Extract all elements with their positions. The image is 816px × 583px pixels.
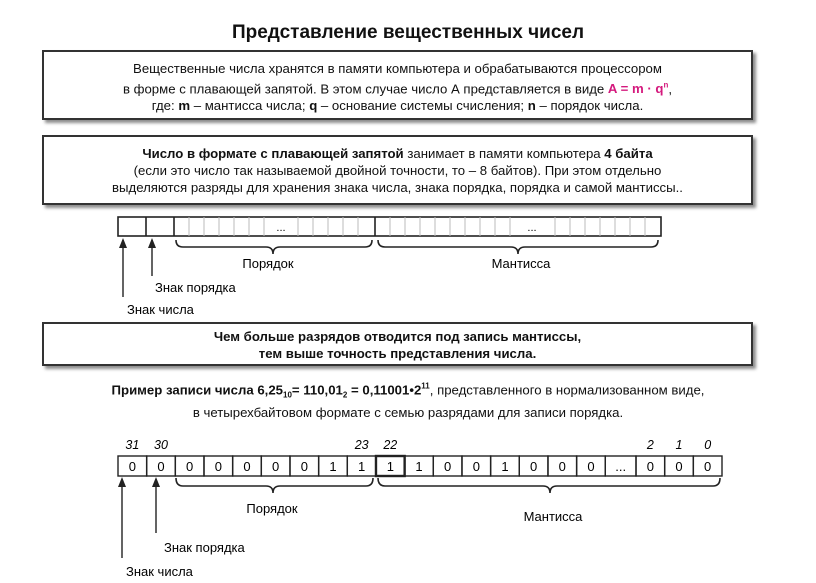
bit-value: 0 (215, 459, 222, 474)
order-text: – порядок числа. (535, 98, 644, 114)
diagram1-mantissa-brace (377, 239, 659, 255)
diagram1-cells: ... ... (117, 216, 662, 237)
diagram1-order-sign-label: Знак порядка (155, 280, 237, 295)
base-symbol: q (309, 98, 318, 114)
bit-value: 0 (301, 459, 308, 474)
where-text: где: (151, 98, 179, 114)
format-line-2: (если это число так называемой двойной т… (133, 163, 662, 178)
example-cells: 0 0 0 0 0 0 0 1 1 1 1 0 0 1 0 0 0... 0 0 0 (117, 454, 723, 478)
bit-value: ... (615, 459, 626, 474)
bit-number: 23 (354, 438, 369, 452)
bit-value: 0 (647, 459, 654, 474)
bit-number: 1 (676, 438, 683, 452)
precision-line-1: Чем больше разрядов отводится под запись… (213, 329, 582, 344)
format-line-3: выделяются разряды для хранения знака чи… (112, 180, 683, 195)
precision-box: Чем больше разрядов отводится под запись… (42, 322, 753, 366)
bit-number: 2 (646, 438, 654, 452)
format-text-1: занимает в памяти компьютера (403, 146, 605, 161)
bit-number: 30 (154, 438, 168, 452)
page-title: Представление вещественных чисел (231, 22, 585, 43)
formula: A = m · qn (608, 81, 668, 96)
bit-value: 0 (704, 459, 711, 474)
diagram2-sign-arrow (118, 477, 126, 558)
bit-value: 1 (387, 459, 394, 474)
diagram2-order-sign-arrow (152, 477, 160, 533)
bit-value: 1 (329, 459, 336, 474)
example-base-2: 2 (342, 391, 348, 401)
diagram2-order-label: Порядок (246, 501, 298, 516)
bit-value: 0 (587, 459, 594, 474)
bit-cell (692, 455, 723, 477)
bit-value: 0 (129, 459, 136, 474)
bit-number: 31 (125, 438, 139, 452)
definition-line-1: Вещественные числа хранятся в памяти ком… (133, 61, 662, 76)
diagram2-mantissa-brace (377, 477, 721, 494)
mantissa-symbol: m (178, 98, 191, 114)
example-base-10: 10 (283, 391, 292, 401)
bit-value: 0 (186, 459, 193, 474)
bit-value: 0 (530, 459, 537, 474)
format-bold-2: 4 байта (604, 146, 653, 161)
bit-value: 1 (415, 459, 422, 474)
mantissa-text: – мантисса числа; (190, 98, 310, 114)
bit-value: 0 (473, 459, 480, 474)
definition-box: Вещественные числа хранятся в памяти ком… (42, 50, 753, 120)
bit-value: 0 (444, 459, 451, 474)
example-binary: = 110,01 (291, 382, 343, 398)
definition-line-3: где: m – мантисса числа; q – основание с… (44, 97, 751, 114)
diagram1-order-sign-arrow (148, 238, 156, 276)
diagram1-order-ellipsis: ... (276, 222, 285, 234)
definition-comma: , (668, 81, 673, 97)
diagram2-sign-label: Знак числа (126, 564, 194, 579)
bit-value: 0 (272, 459, 279, 474)
formula-exponent: n (663, 81, 669, 90)
bit-number: 0 (704, 438, 711, 452)
formula-main: A = m · q (607, 81, 664, 97)
diagram1-sign-arrow (119, 238, 127, 297)
example-rest: , представленного в нормализованном виде… (429, 382, 705, 398)
format-box: Число в формате с плавающей запятой зани… (42, 135, 753, 205)
bit-value: 1 (358, 459, 365, 474)
example-exponent: 11 (421, 382, 430, 391)
diagram1-order-label: Порядок (242, 256, 294, 271)
bit-value: 0 (243, 459, 250, 474)
diagram1-bit-dividers (188, 217, 646, 236)
diagram1-order-brace (175, 239, 373, 255)
diagram1-sign-label: Знак числа (127, 302, 195, 317)
diagram2-order-brace (175, 477, 374, 494)
bit-value: 0 (559, 459, 566, 474)
bit-number: 22 (382, 438, 397, 452)
example-normalized: = 0,11001•2 (347, 382, 422, 398)
bit-value: 1 (501, 459, 508, 474)
example-line-2: в четырехбайтовом формате с семью разряд… (192, 405, 624, 421)
diagram1-mantissa-label: Мантисса (492, 256, 552, 271)
example-line-1: Пример записи числа 6,2510= 110,012 = 0,… (0, 378, 816, 404)
precision-line-2: тем выше точность представления числа. (258, 346, 537, 361)
diagram2-order-sign-label: Знак порядка (164, 540, 246, 555)
format-line-1: Число в формате с плавающей запятой зани… (44, 145, 751, 162)
example-text: Пример записи числа 6,2510= 110,012 = 0,… (0, 378, 816, 421)
base-text: – основание системы счисления; (317, 98, 528, 114)
example-number: Пример записи числа 6,25 (111, 382, 284, 398)
diagram2-mantissa-label: Мантисса (524, 509, 584, 524)
definition-text: в форме с плавающей запятой. В этом случ… (122, 81, 608, 97)
diagram1-mantissa-ellipsis: ... (527, 222, 536, 234)
order-symbol: n (527, 98, 536, 114)
format-bold-1: Число в формате с плавающей запятой (142, 146, 404, 161)
bit-value: 0 (675, 459, 682, 474)
bit-value: 0 (157, 459, 164, 474)
definition-line-2: в форме с плавающей запятой. В этом случ… (44, 77, 751, 97)
